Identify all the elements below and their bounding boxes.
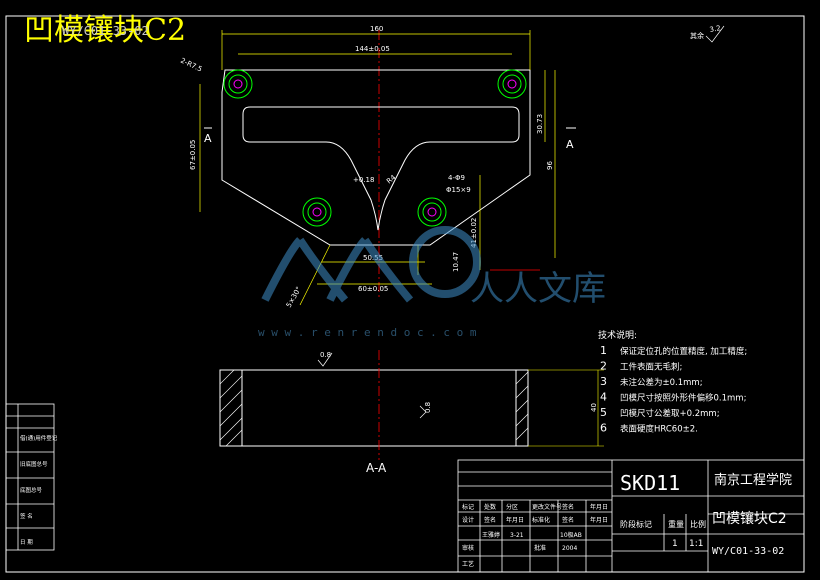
dim-hole-spacing: 144±0.05: [355, 45, 390, 53]
section-roughness-mid: 0.8: [424, 402, 432, 413]
drawing-number: WY/C01-33-02: [712, 546, 784, 557]
designer: 王雅婷: [482, 531, 500, 539]
title-row-label: 更改文件号: [532, 503, 562, 511]
craft-label: 工艺: [462, 560, 474, 568]
tech-notes-heading: 技术说明:: [598, 329, 637, 341]
inner-slot: [242, 106, 520, 231]
title-row-label: 签名: [562, 503, 574, 511]
weight-label: 重量: [668, 519, 684, 529]
watermark-url: w w w . r e n r e n d o c . c o m: [258, 326, 477, 339]
school-name: 南京工程学院: [714, 472, 792, 488]
overlay-file-name: WY/C01-33-02: [62, 24, 149, 38]
tech-note-text: 工件表面无毛刺;: [620, 362, 682, 373]
title-row2-label: 设计: [462, 516, 474, 524]
tech-note-number: 2: [600, 360, 607, 373]
hole-bottom-right: [417, 197, 447, 227]
title-row2-label: 签名: [484, 516, 496, 524]
title-block-text: SKD11 南京工程学院 凹模镶块C2 WY/C01-33-02 阶段标记 重量…: [462, 471, 792, 568]
quantity: 1: [672, 539, 678, 549]
scale: 1:1: [689, 539, 703, 549]
tech-note-number: 3: [600, 375, 607, 388]
dim-hole-callout: 4-Φ9: [448, 174, 465, 182]
roughness-general: 3.2: [709, 24, 721, 34]
dim-bottom-hole-spacing: 60±0.05: [358, 285, 388, 293]
side-table-label: 日 期: [20, 539, 33, 546]
tech-note-text: 未注公差为±0.1mm;: [620, 377, 703, 388]
watermark-brand: 人人文库: [470, 269, 606, 309]
title-row-label: 处数: [484, 503, 496, 511]
dim-chamfer: 5×30°: [285, 285, 303, 309]
design-date: 3-21: [510, 532, 524, 539]
dim-height-left: 67±0.05: [189, 140, 197, 170]
part-outline: [221, 69, 531, 246]
dim-right-upper: 30.73: [536, 114, 544, 134]
title-row-label: 年月日: [590, 503, 608, 511]
title-row2-label: 年月日: [506, 516, 524, 524]
watermark: 人人文库 w w w . r e n r e n d o c . c o m: [258, 226, 606, 339]
tech-note-text: 保证定位孔的位置精度, 加工精度;: [620, 346, 747, 357]
title-row2-label: 标准化: [532, 516, 550, 524]
title-row2-label: 年月日: [590, 516, 608, 524]
tech-note-text: 凹模尺寸公差取+0.2mm;: [620, 408, 720, 419]
plan-view: 160 144±0.05 2-R7.5 67±0.05 30.73 96 41±…: [179, 24, 725, 309]
dim-right-total: 96: [546, 161, 554, 170]
drawing-border: [5, 15, 805, 573]
tech-note-number: 1: [600, 344, 607, 357]
section-roughness-top: 0.8: [320, 351, 331, 359]
overlay-title: 凹模镶块C2: [24, 13, 187, 48]
dim-corner-radius: R4: [385, 173, 398, 185]
general-label: 其余: [690, 31, 704, 40]
dim-small-right: 10.47: [452, 252, 460, 272]
side-table-label: 签 名: [20, 512, 33, 520]
dim-counterbore: Φ15×9: [446, 186, 471, 194]
dim-right-lower: 41±0.02: [470, 218, 478, 248]
material: SKD11: [620, 471, 680, 495]
approve-label: 批准: [534, 544, 546, 552]
title-block: [457, 459, 805, 573]
tech-note-number: 5: [600, 406, 607, 419]
dim-overall-width: 160: [370, 25, 383, 33]
section-thickness: 40: [590, 403, 598, 412]
title-row2-label: 签名: [562, 516, 574, 524]
section-view: 40 0.8 0.8 A-A: [219, 350, 604, 475]
side-table-label: 旧底图总号: [20, 460, 48, 468]
tech-note-text: 表面硬度HRC60±2.: [620, 424, 698, 435]
std-label: 10极AB: [560, 531, 582, 539]
side-table: [5, 403, 55, 551]
hole-top-right: [497, 69, 527, 99]
section-mark-left: A: [204, 132, 212, 145]
stage-label: 阶段标记: [620, 519, 652, 529]
part-name: 凹模镶块C2: [712, 510, 787, 527]
tech-note-number: 6: [600, 422, 607, 435]
side-table-label: 借(通)用件登记: [20, 434, 58, 442]
tech-note-number: 4: [600, 391, 607, 404]
title-row-label: 分区: [506, 503, 518, 511]
section-label: A-A: [366, 461, 387, 475]
tech-note-text: 凹模尺寸按照外形件偏移0.1mm;: [620, 393, 746, 404]
scale-label: 比例: [690, 519, 706, 529]
hole-top-left: [223, 69, 253, 99]
check-label: 审核: [462, 544, 474, 552]
tech-notes: 技术说明: 1 保证定位孔的位置精度, 加工精度; 2 工件表面无毛刺; 3 未注公差为±…: [598, 329, 747, 435]
dim-radius-top: 2-R7.5: [179, 57, 203, 74]
dim-tolerance: +0.18: [353, 176, 374, 184]
section-mark-right: A: [566, 138, 574, 151]
year: 2004: [562, 545, 577, 552]
side-table-label: 底图总号: [20, 486, 43, 494]
hole-bottom-left: [302, 197, 332, 227]
title-row-label: 标记: [462, 503, 474, 511]
